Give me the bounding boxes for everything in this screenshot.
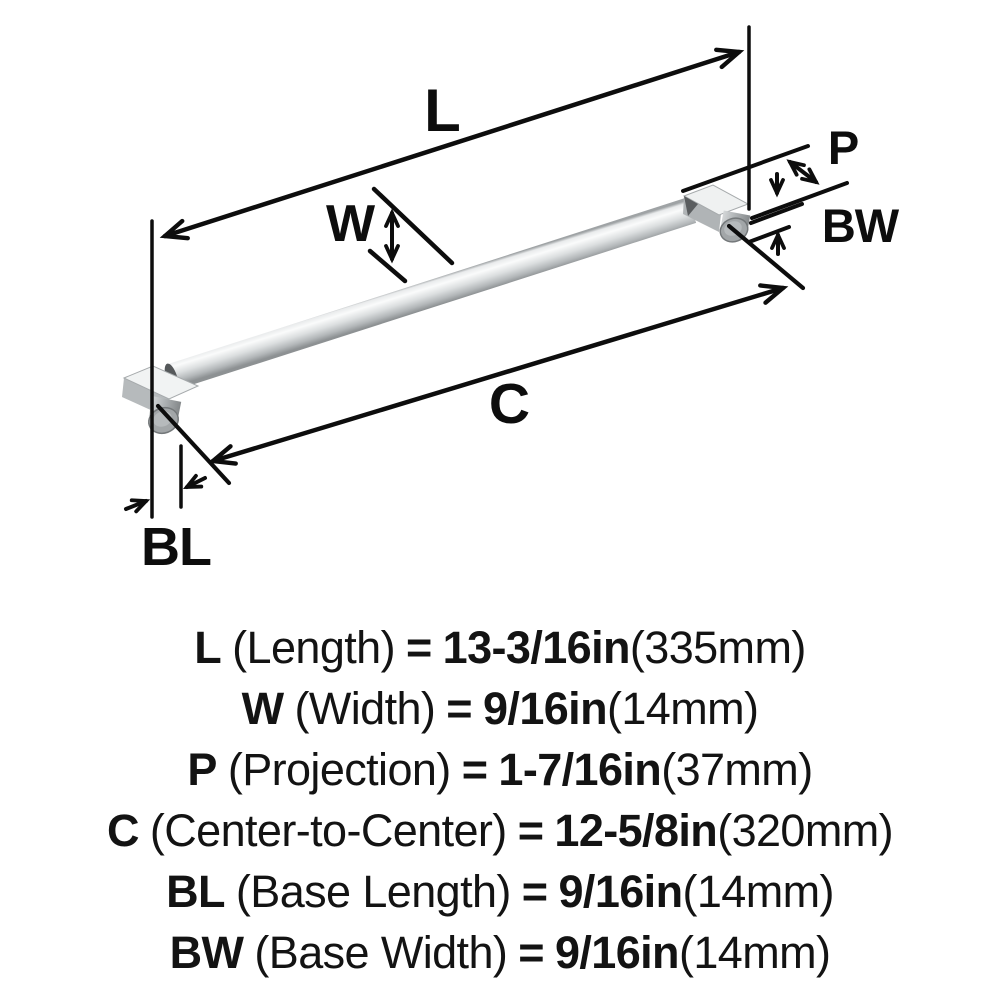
projection-line-bottom bbox=[750, 181, 849, 220]
handle-illustration bbox=[122, 184, 751, 435]
label-L: L bbox=[424, 77, 460, 144]
base-width-tick-bottom bbox=[747, 225, 791, 244]
spec-line-base-width: BW(Base Width)=9/16in(14mm) bbox=[0, 922, 1000, 983]
spec-imperial: 9/16in bbox=[558, 866, 683, 917]
spec-code: W bbox=[241, 683, 284, 734]
base-length-right-arrow bbox=[182, 473, 207, 490]
spec-line-projection: P(Projection)=1-7/16in(37mm) bbox=[0, 739, 1000, 800]
spec-imperial: 12-5/8in bbox=[554, 805, 718, 856]
spec-code: BL bbox=[166, 866, 225, 917]
spec-name: (Width) bbox=[294, 683, 436, 734]
base-length-left-arrow bbox=[124, 498, 151, 514]
dimension-arrow-P bbox=[786, 159, 820, 185]
spec-line-width: W(Width)=9/16in(14mm) bbox=[0, 678, 1000, 739]
label-BL: BL bbox=[141, 517, 211, 577]
spec-equals: = bbox=[405, 622, 432, 673]
left-screw-axis-line bbox=[155, 403, 232, 486]
spec-code: L bbox=[194, 622, 222, 673]
spec-equals: = bbox=[518, 927, 544, 978]
spec-imperial: 9/16in bbox=[482, 683, 608, 734]
spec-imperial: 1-7/16in bbox=[498, 744, 662, 795]
spec-name: (Center-to-Center) bbox=[149, 805, 507, 856]
spec-metric: (14mm) bbox=[606, 683, 759, 734]
spec-name: (Projection) bbox=[227, 744, 451, 795]
dimension-line-C bbox=[207, 283, 789, 466]
spec-imperial: 9/16in bbox=[554, 927, 680, 978]
spec-metric: (37mm) bbox=[661, 744, 813, 795]
spec-name: (Base Length) bbox=[235, 866, 511, 917]
spec-line-center-to-center: C(Center-to-Center)=12-5/8in(320mm) bbox=[0, 800, 1000, 861]
spec-metric: (320mm) bbox=[717, 805, 894, 856]
spec-metric: (14mm) bbox=[678, 927, 831, 978]
spec-code: C bbox=[106, 805, 140, 856]
spec-equals: = bbox=[461, 744, 488, 795]
label-BW: BW bbox=[822, 199, 900, 252]
spec-name: (Length) bbox=[232, 622, 395, 673]
width-tick-top bbox=[371, 186, 455, 266]
spec-line-length: L(Length)=13-3/16in(335mm) bbox=[0, 617, 1000, 678]
projection-line-top bbox=[681, 144, 810, 193]
spec-line-base-length: BL(Base Length)=9/16in(14mm) bbox=[0, 861, 1000, 922]
spec-metric: (14mm) bbox=[682, 866, 834, 917]
base-width-tick-top bbox=[749, 202, 804, 225]
spec-list: L(Length)=13-3/16in(335mm) W(Width)=9/16… bbox=[0, 617, 1000, 983]
spec-name: (Base Width) bbox=[254, 927, 508, 978]
spec-equals: = bbox=[521, 866, 548, 917]
label-P: P bbox=[828, 121, 858, 174]
left-base-top-face bbox=[122, 365, 200, 400]
width-tick-bottom bbox=[367, 248, 408, 284]
spec-code: BW bbox=[169, 927, 244, 978]
spec-code: P bbox=[187, 744, 217, 795]
spec-metric: (335mm) bbox=[629, 622, 806, 673]
spec-equals: = bbox=[446, 683, 472, 734]
dimension-line-L bbox=[159, 47, 745, 241]
handle-bar bbox=[167, 197, 697, 390]
spec-equals: = bbox=[517, 805, 544, 856]
label-W: W bbox=[326, 195, 376, 253]
label-C: C bbox=[489, 372, 529, 436]
spec-imperial: 13-3/16in bbox=[442, 622, 631, 673]
dimension-linework bbox=[124, 25, 849, 519]
